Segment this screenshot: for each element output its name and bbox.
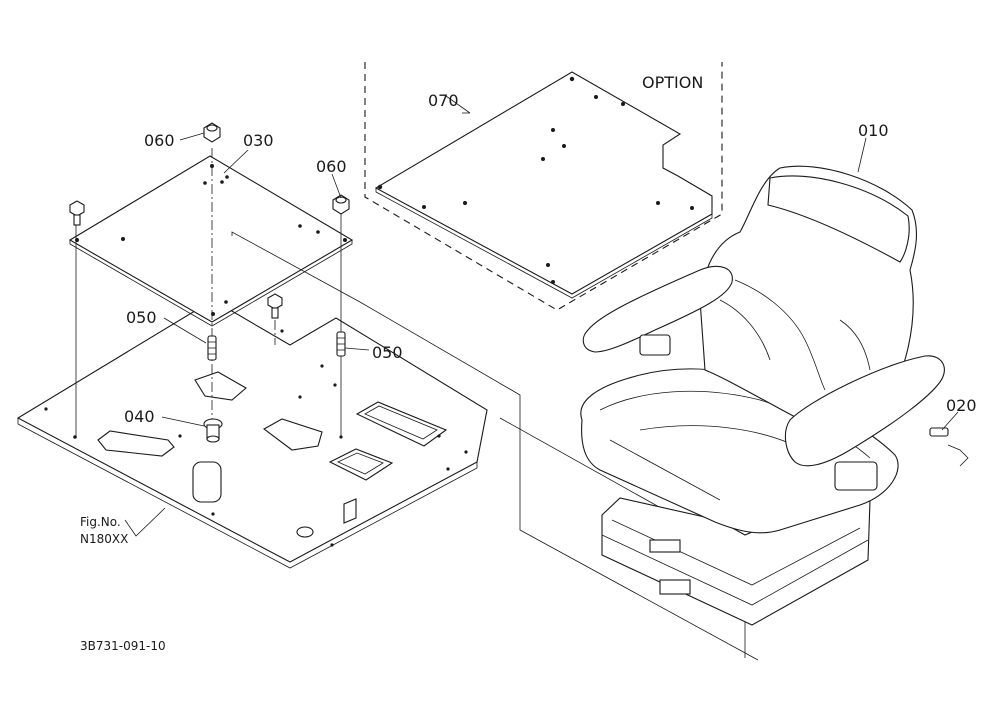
callout-050-left: 050 [126,308,157,327]
leader-lines [124,95,959,537]
plate-030 [68,155,354,327]
bolt-center [267,293,283,319]
nut-060-left [203,122,221,143]
option-label: OPTION [642,73,703,92]
stud-050-right [336,331,346,357]
callout-010: 010 [858,121,889,140]
drawing-number: 3B731-091-10 [80,639,166,653]
callout-060-left: 060 [144,131,175,150]
nut-060-right [332,194,350,215]
assembly-lines [75,148,759,661]
plate-070 [374,71,713,299]
option-box [364,62,723,311]
callout-050-right: 050 [372,343,403,362]
callout-040: 040 [124,407,155,426]
grommet-040 [203,418,223,443]
callout-060-right: 060 [316,157,347,176]
callout-070: 070 [428,91,459,110]
bolt-left [69,200,85,226]
fig-ref-label: N180XX [80,532,128,546]
floor-plate [16,299,488,569]
callout-030: 030 [243,131,274,150]
stud-050-left [207,335,217,361]
seat-010 [580,165,969,626]
callout-020: 020 [946,396,977,415]
fig-no-label: Fig.No. [80,515,121,529]
